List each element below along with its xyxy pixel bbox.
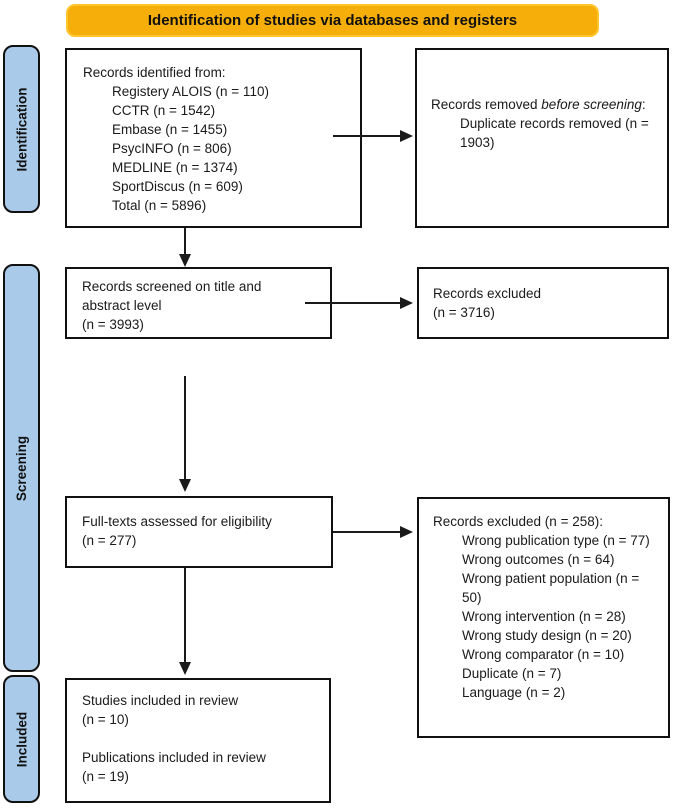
identified-item: CCTR (n = 1542) [112,103,216,118]
box-records-removed-title: Records removed before screening: [431,97,646,112]
arrow-identified-to-screened-line [184,228,186,257]
box-records-excluded-screening: Records excluded (n = 3716) [417,267,669,339]
stage-screening-label: Screening [14,435,29,501]
arrow-screened-to-fulltext-line [184,376,186,481]
identified-item: Total (n = 5896) [112,198,207,213]
excluded-fulltext-item: Language (n = 2) [462,685,566,700]
excluded-fulltext-item: Duplicate (n = 7) [462,666,562,681]
stage-identification-label: Identification [14,87,29,171]
excluded-fulltext-title: Records excluded (n = 258): [433,514,603,529]
screened-line: (n = 3993) [82,317,144,332]
included-line: Studies included in review [82,693,239,708]
fulltext-line: Full-texts assessed for eligibility [82,514,272,529]
arrow-fulltext-to-included-head [179,662,191,675]
stage-included-label: Included [14,711,30,767]
arrow-identified-to-removed-head [400,130,413,142]
stage-screening: Screening [3,264,40,672]
included-line: (n = 19) [82,769,129,784]
excluded-screening-line: (n = 3716) [433,305,495,320]
screened-line: Records screened on title and abstract l… [82,279,262,313]
removed-item: Duplicate records removed (n = 1903) [460,116,649,150]
excluded-fulltext-item: Wrong comparator (n = 10) [462,647,625,662]
identified-item: Embase (n = 1455) [112,122,228,137]
arrow-screened-to-excluded-line [305,302,403,304]
fulltext-line: (n = 277) [82,533,137,548]
identified-item: Registery ALOIS (n = 110) [112,84,269,99]
excluded-screening-line: Records excluded [433,286,542,301]
arrow-fulltext-to-excluded-line [333,531,403,533]
excluded-fulltext-item: Wrong study design (n = 20) [462,628,632,643]
arrow-screened-to-excluded-head [400,297,413,309]
identified-item: SportDiscus (n = 609) [112,179,243,194]
excluded-fulltext-item: Wrong publication type (n = 77) [462,533,650,548]
arrow-fulltext-to-excluded-head [400,526,413,538]
box-records-identified-title: Records identified from: [83,65,226,80]
included-line: (n = 10) [82,712,129,727]
arrow-fulltext-to-included-line [184,568,186,664]
before-screening-italic: before screening [541,97,642,112]
box-records-excluded-fulltext: Records excluded (n = 258): Wrong public… [417,497,670,738]
box-records-removed: Records removed before screening: Duplic… [415,48,669,228]
excluded-fulltext-item: Wrong patient population (n = 50) [462,571,640,605]
banner-databases-registers: Identification of studies via databases … [66,4,599,37]
arrow-screened-to-fulltext-head [179,479,191,492]
stage-included: Included [3,675,40,803]
arrow-identified-to-removed-line [333,135,403,137]
box-fulltexts-assessed: Full-texts assessed for eligibility (n =… [65,496,333,568]
banner-label: Identification of studies via databases … [147,12,518,29]
excluded-fulltext-item: Wrong intervention (n = 28) [462,609,626,624]
included-line: Publications included in review [82,750,266,765]
identified-item: PsycINFO (n = 806) [112,141,232,156]
arrow-identified-to-screened-head [179,254,191,267]
box-studies-included: Studies included in review (n = 10) Publ… [65,678,331,803]
box-records-identified: Records identified from: Registery ALOIS… [65,48,362,228]
identified-item: MEDLINE (n = 1374) [112,160,238,175]
stage-identification: Identification [3,45,40,213]
box-records-screened: Records screened on title and abstract l… [65,267,332,339]
excluded-fulltext-item: Wrong outcomes (n = 64) [462,552,615,567]
